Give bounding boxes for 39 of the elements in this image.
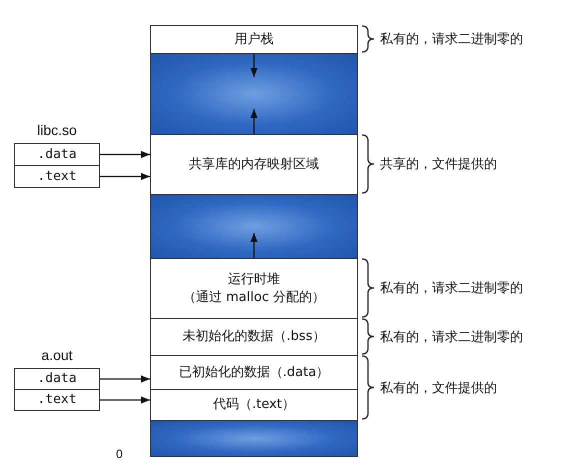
region-label: 共享库的内存映射区域 [189, 156, 319, 174]
arrow [250, 109, 258, 134]
address-label: 0 [116, 447, 123, 461]
region-property-note: 私有的，文件提供的 [380, 380, 497, 396]
file-name: libc.so [36, 121, 78, 140]
region-label: .text [37, 168, 77, 186]
section-box [14, 389, 100, 411]
region-property-note: 私有的，请求二进制零的 [380, 280, 523, 297]
memory-region-box [150, 355, 358, 390]
region-label: .data [37, 146, 77, 164]
unused-memory-bar [150, 194, 358, 259]
memory-region-box [150, 318, 358, 356]
arrow [100, 172, 150, 180]
region-label: 未初始化的数据（.bss） [182, 328, 326, 346]
section-box [14, 165, 100, 188]
section-box [14, 368, 100, 390]
region-label: 已初始化的数据（.data） [178, 364, 330, 382]
arrow [100, 396, 150, 404]
region-property-note: 私有的，请求二进制零的 [380, 31, 523, 48]
region-label: 运行时堆 [228, 270, 280, 288]
memory-region-box [150, 134, 358, 195]
region-label: 用户栈 [234, 30, 274, 48]
section-box [14, 143, 100, 166]
region-label: .text [37, 391, 77, 409]
region-label: （通过 malloc 分配的） [182, 288, 326, 306]
region-label: 代码（.text） [213, 396, 295, 414]
memory-region-box [150, 389, 358, 421]
unused-memory-bar [150, 53, 358, 135]
memory-region-box [150, 25, 358, 54]
region-property-note: 私有的，请求二进制零的 [380, 328, 523, 346]
file-name: a.out [40, 346, 74, 365]
region-property-note: 共享的，文件提供的 [380, 156, 497, 173]
arrow [250, 233, 258, 258]
arrow [250, 54, 258, 77]
memory-region-box [150, 258, 358, 319]
region-label: .data [37, 370, 77, 388]
arrow [100, 150, 150, 158]
unused-memory-bar [150, 420, 358, 457]
arrow [100, 375, 150, 383]
